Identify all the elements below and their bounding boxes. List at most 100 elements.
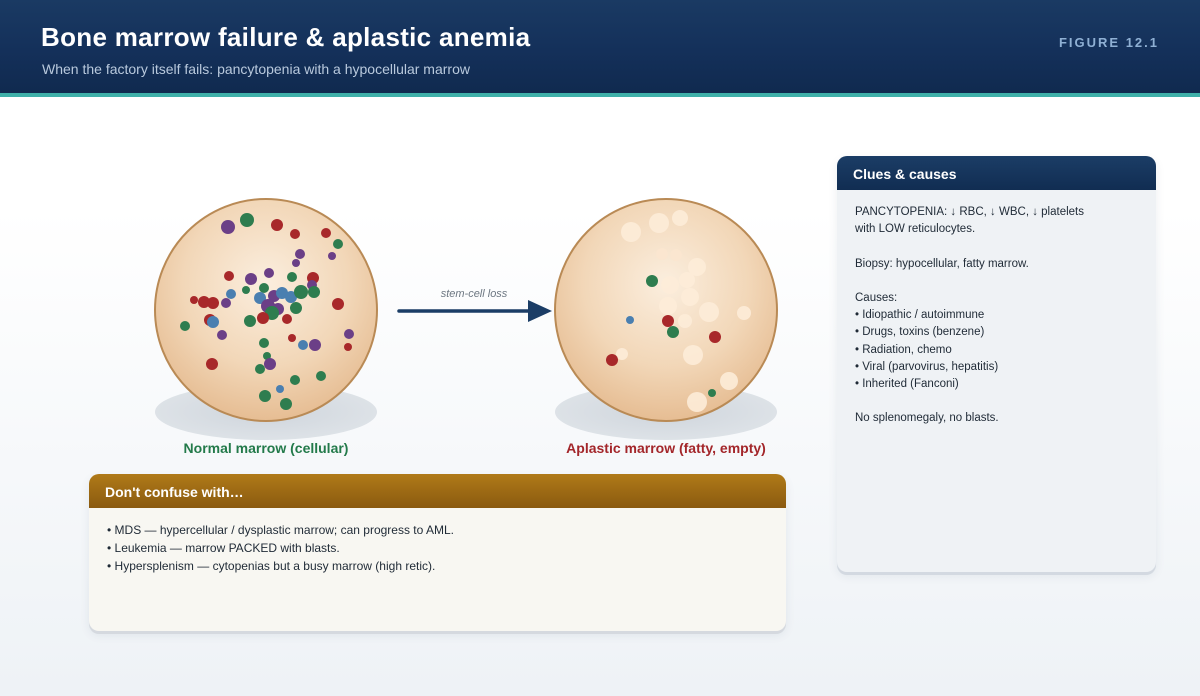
fat-cell bbox=[661, 276, 679, 294]
dont-confuse-card-title: Don't confuse with… bbox=[89, 474, 786, 508]
clue-line: • Radiation, chemo bbox=[855, 343, 952, 356]
cell bbox=[295, 249, 305, 259]
cell bbox=[255, 364, 265, 374]
aplastic-marrow-cells bbox=[606, 275, 721, 397]
cell bbox=[257, 312, 269, 324]
cell bbox=[217, 330, 227, 340]
cell bbox=[226, 289, 236, 299]
page-title: Bone marrow failure & aplastic anemia bbox=[41, 22, 531, 52]
fat-cell bbox=[683, 345, 703, 365]
fat-cell bbox=[681, 288, 699, 306]
clue-line: • Drugs, toxins (benzene) bbox=[855, 326, 985, 339]
cell bbox=[198, 296, 210, 308]
clue-line: • Idiopathic / autoimmune bbox=[855, 309, 985, 322]
cell bbox=[332, 298, 344, 310]
confuse-line: • Leukemia — marrow PACKED with blasts. bbox=[107, 541, 340, 555]
fat-cell bbox=[670, 249, 682, 261]
cell bbox=[264, 268, 274, 278]
cell bbox=[316, 371, 326, 381]
fat-cell bbox=[621, 222, 641, 242]
fat-cell bbox=[678, 314, 692, 328]
cell bbox=[290, 302, 302, 314]
fat-cell bbox=[659, 297, 677, 315]
dont-confuse-card-body: • MDS — hypercellular / dysplastic marro… bbox=[89, 508, 786, 575]
cell bbox=[290, 375, 300, 385]
cell bbox=[259, 390, 271, 402]
fat-cell bbox=[720, 372, 738, 390]
cell bbox=[708, 389, 716, 397]
cell bbox=[288, 334, 296, 342]
cell bbox=[709, 331, 721, 343]
cell bbox=[344, 343, 352, 351]
fat-cell bbox=[656, 248, 668, 260]
cell bbox=[285, 291, 297, 303]
dont-confuse-card: Don't confuse with… • MDS — hypercellula… bbox=[89, 474, 786, 631]
header-banner: Bone marrow failure & aplastic anemia Wh… bbox=[0, 0, 1200, 97]
figure-label: FIGURE 12.1 bbox=[1058, 35, 1159, 50]
cell bbox=[276, 287, 288, 299]
cell bbox=[321, 228, 331, 238]
normal-marrow-caption: Normal marrow (cellular) bbox=[183, 440, 349, 456]
cell bbox=[207, 297, 219, 309]
fat-cell bbox=[649, 213, 669, 233]
clue-spacer bbox=[855, 393, 1138, 410]
fat-cell bbox=[688, 258, 706, 276]
cell bbox=[221, 298, 231, 308]
clue-line: PANCYTOPENIA: ↓ RBC, ↓ WBC, ↓ platelets bbox=[855, 206, 1084, 218]
fat-cell bbox=[679, 272, 695, 288]
cell bbox=[240, 213, 254, 227]
cell bbox=[290, 229, 300, 239]
clue-line: No splenomegaly, no blasts. bbox=[855, 412, 999, 425]
cell bbox=[190, 296, 198, 304]
cell bbox=[259, 338, 269, 348]
cell bbox=[333, 239, 343, 249]
cell bbox=[328, 252, 336, 260]
clue-spacer bbox=[855, 273, 1138, 290]
cell bbox=[287, 272, 297, 282]
cell bbox=[224, 271, 234, 281]
cell bbox=[282, 314, 292, 324]
cell bbox=[662, 315, 674, 327]
cell bbox=[271, 219, 283, 231]
cell bbox=[646, 275, 658, 287]
aplastic-marrow-caption: Aplastic marrow (fatty, empty) bbox=[566, 440, 766, 456]
cell bbox=[309, 339, 321, 351]
normal-marrow-cells bbox=[180, 213, 354, 410]
clue-line: Causes: bbox=[855, 291, 898, 304]
cell bbox=[221, 220, 235, 234]
clue-spacer bbox=[855, 238, 1138, 255]
arrow-label: stem-cell loss bbox=[441, 288, 508, 300]
cell bbox=[242, 286, 250, 294]
cell bbox=[206, 358, 218, 370]
cell bbox=[276, 385, 284, 393]
cell bbox=[207, 316, 219, 328]
cell bbox=[245, 273, 257, 285]
cell bbox=[344, 329, 354, 339]
fat-cell bbox=[687, 392, 707, 412]
cell bbox=[254, 292, 266, 304]
fat-cell bbox=[672, 210, 688, 226]
clues-card-body: PANCYTOPENIA: ↓ RBC, ↓ WBC, ↓ platelets … bbox=[837, 190, 1156, 428]
cell bbox=[259, 283, 269, 293]
cell bbox=[294, 285, 308, 299]
cell bbox=[180, 321, 190, 331]
cell bbox=[264, 358, 276, 370]
clues-card: Clues & causes PANCYTOPENIA: ↓ RBC, ↓ WB… bbox=[837, 156, 1156, 572]
page-subtitle: When the factory itself fails: pancytope… bbox=[42, 61, 470, 77]
cell bbox=[606, 354, 618, 366]
cell bbox=[292, 259, 300, 267]
cell bbox=[626, 316, 634, 324]
clue-line: Biopsy: hypocellular, fatty marrow. bbox=[855, 257, 1029, 270]
confuse-line: • MDS — hypercellular / dysplastic marro… bbox=[107, 523, 454, 537]
progression-arrow-head bbox=[528, 300, 552, 322]
cell bbox=[308, 286, 320, 298]
clue-line: • Viral (parvovirus, hepatitis) bbox=[855, 360, 999, 373]
clues-card-title: Clues & causes bbox=[837, 156, 1156, 190]
cell bbox=[244, 315, 256, 327]
cell bbox=[263, 352, 271, 360]
clue-line: • Inherited (Fanconi) bbox=[855, 378, 959, 390]
confuse-line: • Hypersplenism — cytopenias but a busy … bbox=[107, 559, 436, 573]
aplastic-fat-cells bbox=[616, 210, 751, 412]
clue-line: with LOW reticulocytes. bbox=[855, 223, 976, 236]
